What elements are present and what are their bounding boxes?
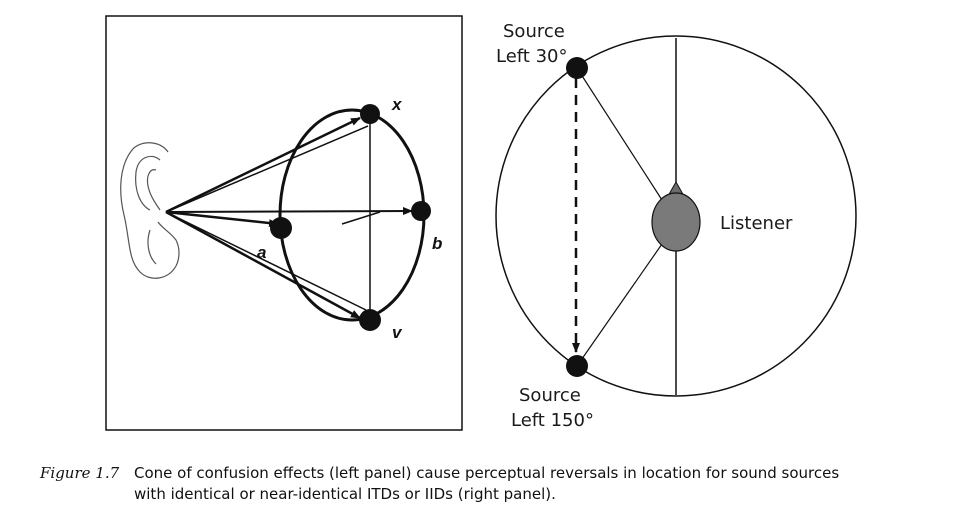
left-panel: x a b v bbox=[105, 15, 463, 431]
label-b: b bbox=[432, 234, 442, 253]
listener-head bbox=[651, 192, 701, 252]
arrow-to-v-2 bbox=[165, 211, 367, 311]
figure-caption: Figure 1.7 Cone of confusion effects (lef… bbox=[40, 463, 940, 505]
source-top-dot bbox=[566, 57, 588, 79]
line-source-bottom-listener bbox=[576, 243, 663, 367]
cone-axis-tick bbox=[341, 211, 381, 225]
line-source-top-listener bbox=[576, 67, 663, 201]
source-top-label-line2: Left 30° bbox=[496, 46, 568, 67]
left-panel-frame bbox=[105, 15, 463, 431]
point-a bbox=[270, 217, 292, 239]
arrow-to-a bbox=[165, 210, 279, 228]
cone-ellipse bbox=[278, 108, 426, 322]
label-x: x bbox=[391, 95, 403, 114]
right-panel: Source Left 30° Source Left 150° Listene… bbox=[495, 21, 857, 431]
point-v bbox=[359, 309, 381, 331]
listening-circle bbox=[495, 35, 857, 397]
label-a: a bbox=[257, 243, 266, 262]
listener-label: Listener bbox=[720, 213, 793, 234]
source-bottom-dot bbox=[566, 355, 588, 377]
label-v: v bbox=[392, 323, 403, 342]
source-bottom-label-line1: Source bbox=[519, 385, 581, 406]
ear-drawing bbox=[120, 142, 180, 279]
source-top-label-line1: Source bbox=[503, 21, 565, 42]
point-x bbox=[360, 104, 380, 124]
point-b bbox=[411, 201, 431, 221]
source-bottom-label-line2: Left 150° bbox=[511, 410, 594, 431]
caption-line1: Cone of confusion effects (left panel) c… bbox=[134, 464, 840, 482]
caption-line2: with identical or near-identical ITDs or… bbox=[134, 485, 556, 503]
arrow-to-x-2 bbox=[165, 125, 369, 213]
arrow-to-v-1 bbox=[165, 210, 361, 320]
arrow-to-b bbox=[165, 207, 413, 216]
arrow-to-x-1 bbox=[165, 116, 361, 214]
caption-label: Figure 1.7 bbox=[40, 464, 120, 482]
